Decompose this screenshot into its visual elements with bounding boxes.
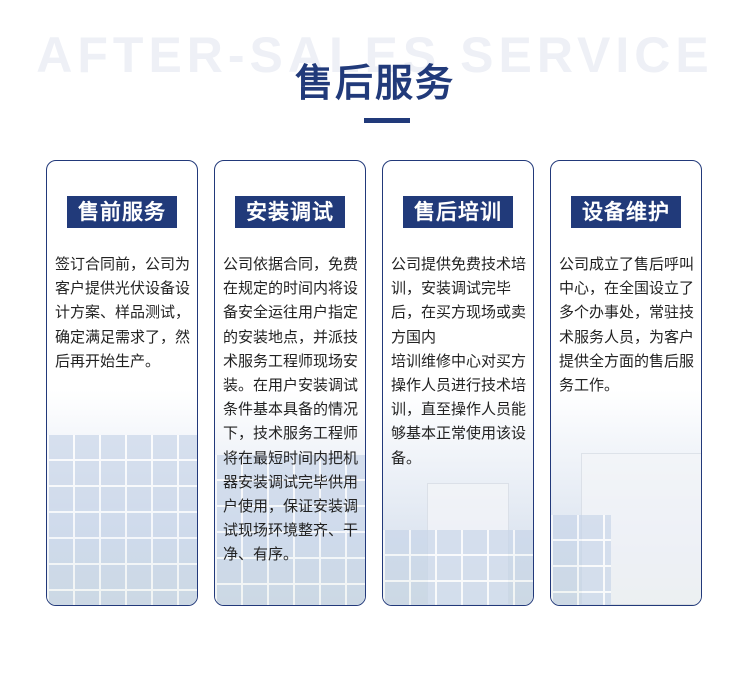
service-card-installation: 安装调试 公司依据合同，免费在规定的时间内将设备安全运往用户指定的安装地点，并派… [214, 160, 366, 606]
solar-panel-image [383, 530, 533, 605]
card-title: 安装调试 [235, 196, 345, 228]
card-description: 公司依据合同，免费在规定的时间内将设备安全运往用户指定的安装地点，并派技术服务工… [223, 255, 359, 564]
card-title: 售前服务 [67, 196, 177, 228]
equipment-background [551, 390, 701, 605]
card-description: 签订合同前，公司为客户提供光伏设备设计方案、样品测试，确定满足需求了，然后再开始… [55, 255, 191, 370]
equipment-background [383, 390, 533, 605]
solar-panel-background [215, 390, 365, 605]
card-title: 售后培训 [403, 196, 513, 228]
page-title: 售后服务 [294, 61, 455, 105]
service-card-pre-sales: 售前服务 签订合同前，公司为客户提供光伏设备设计方案、样品测试，确定满足需求了，… [46, 160, 198, 606]
service-card-maintenance: 设备维护 公司成立了售后呼叫中心，在全国设立了多个办事处，常驻技术服务人员，为客… [550, 160, 702, 606]
solar-panel-background [47, 390, 197, 605]
solar-panel-image [551, 515, 611, 605]
solar-panel-image [47, 435, 197, 605]
watermark-text: AFTER-SALES SERVICE [36, 27, 714, 83]
card-description: 公司成立了售后呼叫中心，在全国设立了多个办事处，常驻技术服务人员，为客户提供全方… [559, 255, 695, 395]
card-title: 设备维护 [571, 196, 681, 228]
card-description: 公司提供免费技术培训，安装调试完毕后，在买方现场或卖方国内 培训维修中心对买方操… [391, 255, 527, 467]
title-underline [364, 118, 410, 123]
service-card-training: 售后培训 公司提供免费技术培训，安装调试完毕后，在买方现场或卖方国内 培训维修中… [382, 160, 534, 606]
solar-panel-image [215, 455, 365, 605]
